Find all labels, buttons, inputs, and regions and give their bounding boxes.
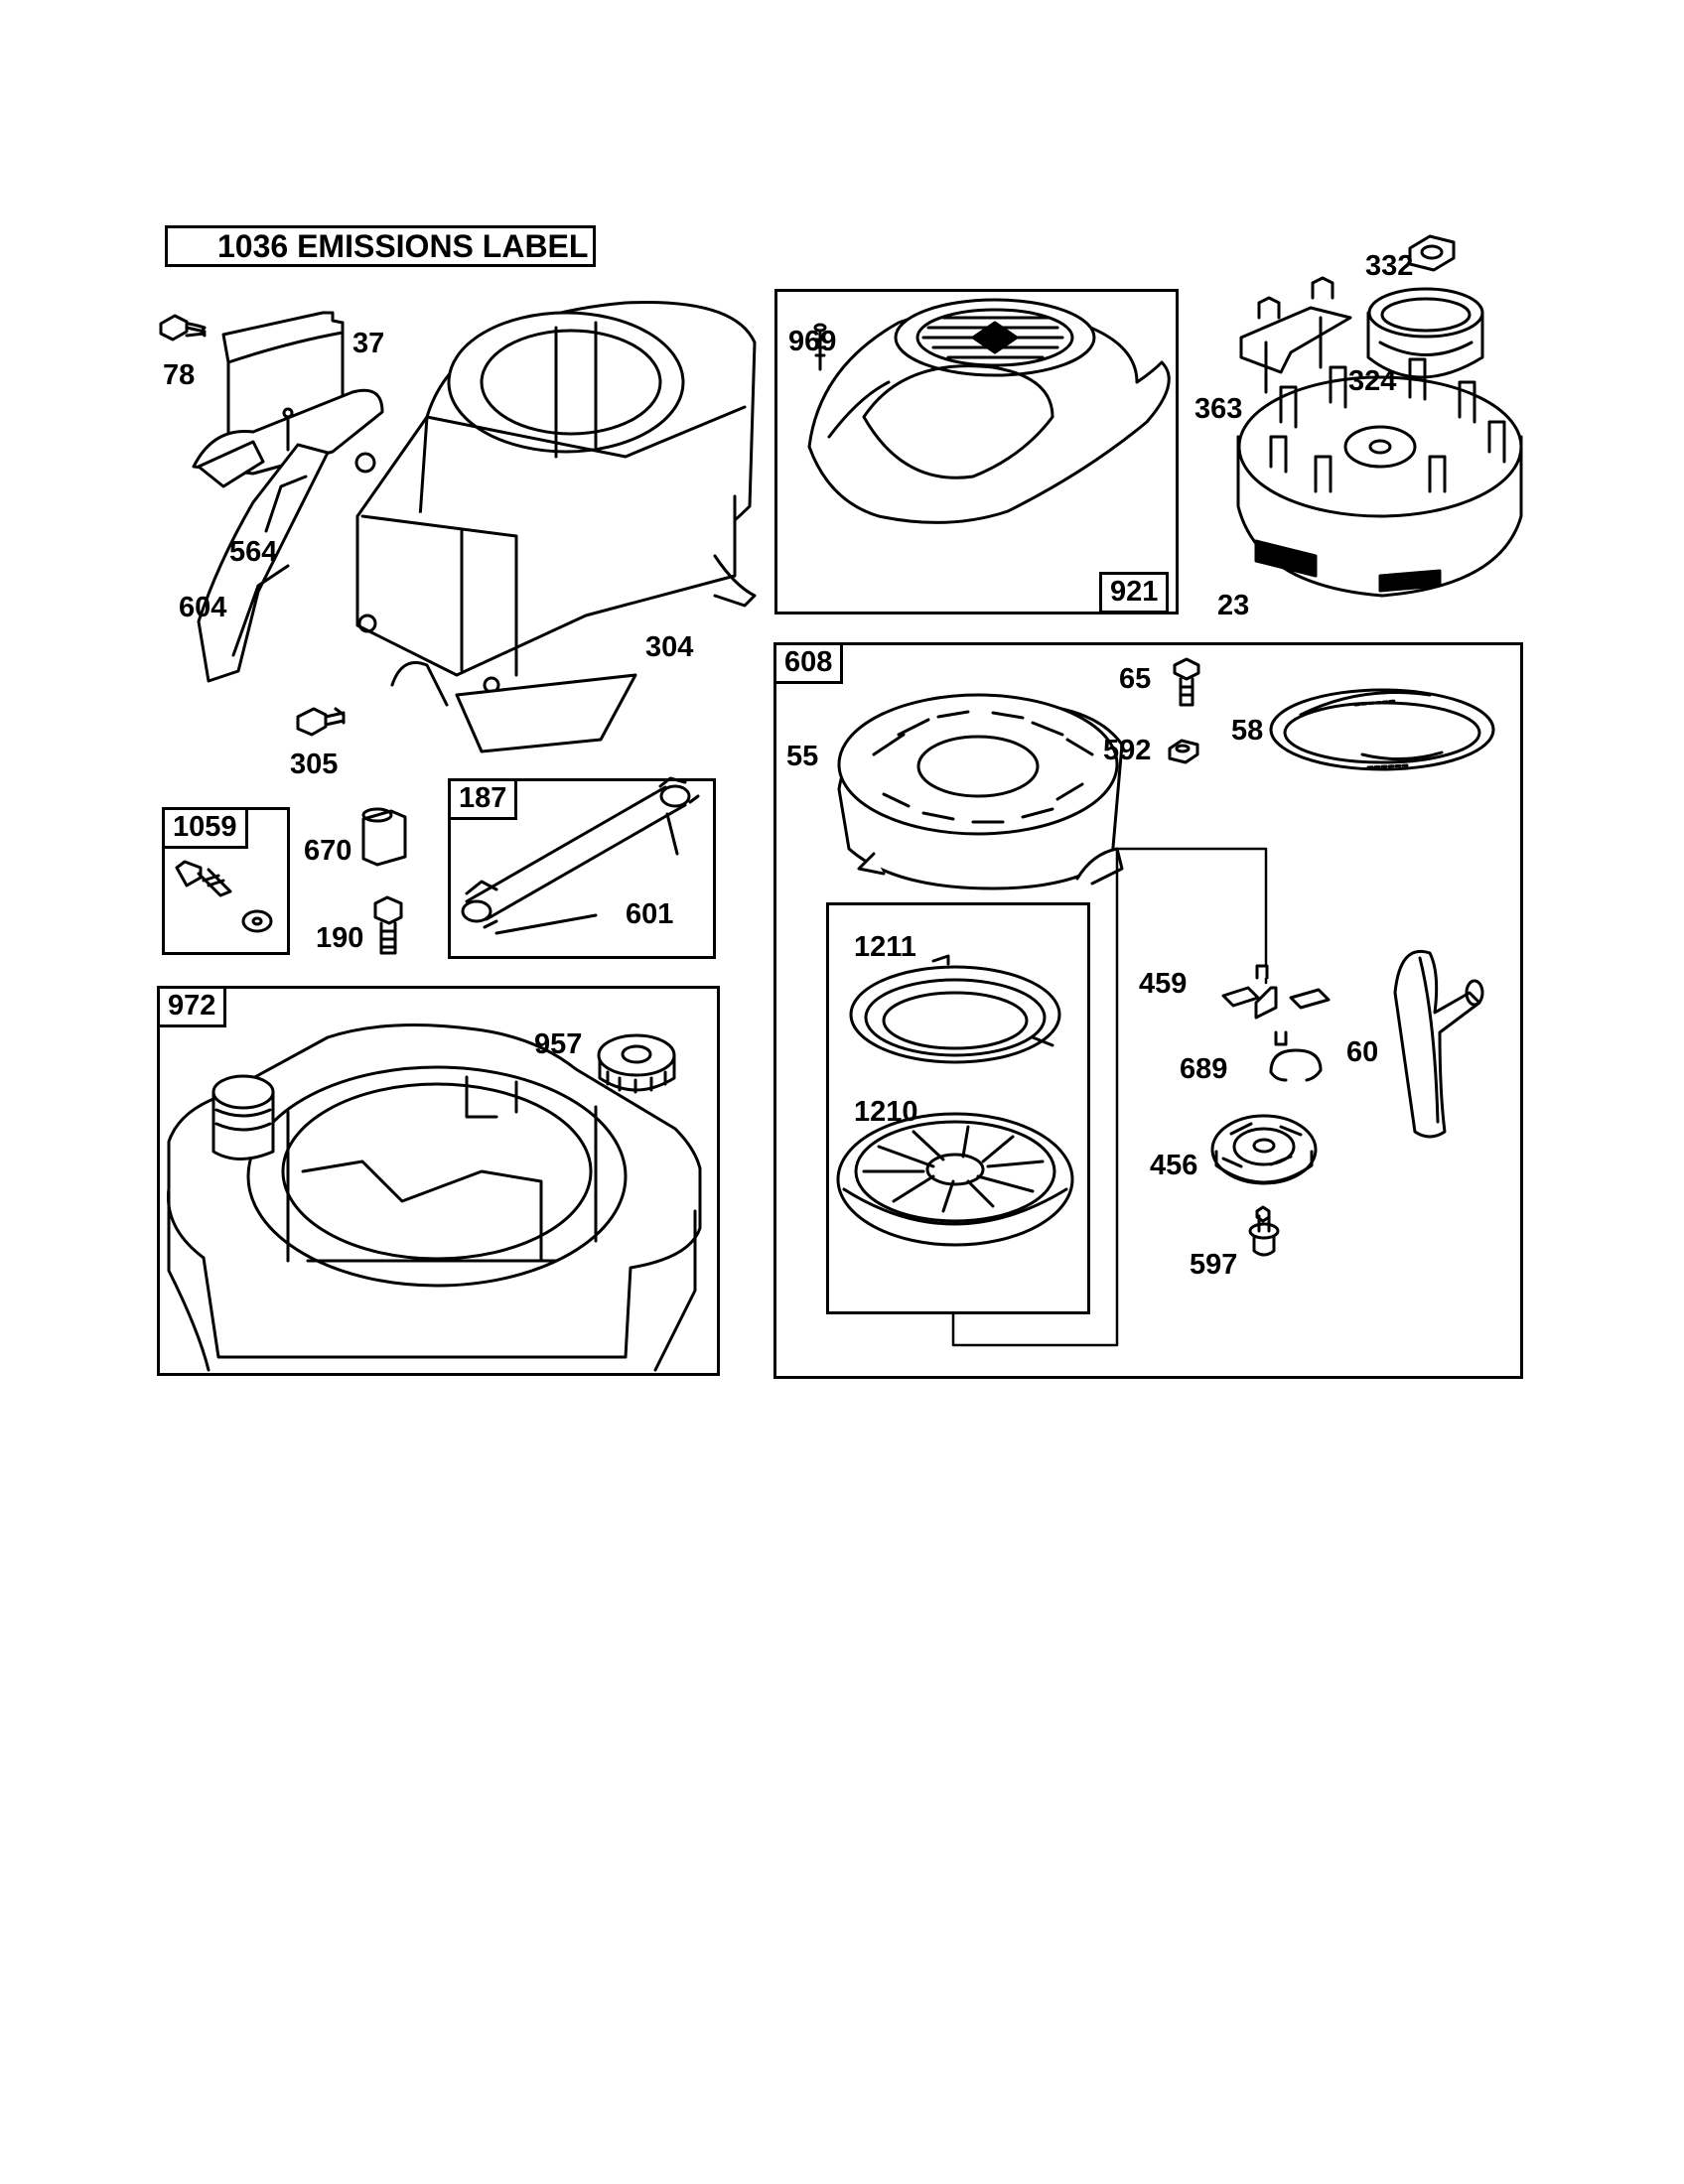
emissions-label-text: 1036 EMISSIONS LABEL — [217, 227, 589, 264]
bolt-78-drawing — [159, 314, 207, 341]
nut-592-drawing — [1168, 739, 1199, 764]
pulley-1210-drawing — [836, 1112, 1074, 1247]
cup-324-drawing — [1366, 287, 1484, 379]
spring-1211-drawing — [849, 954, 1061, 1064]
shroud-tube-187-drawing — [461, 776, 700, 935]
part-label-604: 604 — [179, 592, 227, 623]
part-label-363: 363 — [1194, 393, 1243, 425]
part-label-1211: 1211 — [854, 931, 916, 963]
handle-60-drawing — [1393, 950, 1484, 1139]
part-label-60: 60 — [1346, 1036, 1379, 1068]
part-label-1210: 1210 — [854, 1096, 918, 1128]
fuel-cap-957-drawing — [597, 1033, 676, 1094]
part-label-324: 324 — [1348, 365, 1397, 397]
emissions-label-box: 1036 EMISSIONS LABEL — [165, 225, 596, 267]
part-label-65: 65 — [1119, 663, 1152, 695]
part-label-37: 37 — [352, 328, 385, 359]
blower-housing-304-drawing — [355, 301, 757, 753]
part-label-601: 601 — [626, 898, 674, 930]
group-label-972: 972 — [157, 986, 227, 1027]
part-label-957: 957 — [534, 1028, 583, 1060]
part-label-564: 564 — [229, 536, 278, 568]
fuel-tank-972-drawing — [166, 1024, 702, 1372]
part-label-670: 670 — [304, 835, 352, 867]
group-label-1059: 1059 — [162, 807, 248, 849]
spring-pulley-frame — [826, 902, 1090, 1314]
screw-969-drawing — [813, 323, 827, 371]
part-label-190: 190 — [316, 922, 364, 954]
group-label-608: 608 — [773, 642, 844, 684]
part-label-969: 969 — [788, 326, 837, 357]
part-label-459: 459 — [1139, 968, 1188, 1000]
part-label-689: 689 — [1180, 1053, 1228, 1085]
nut-332-drawing — [1408, 234, 1456, 272]
starter-housing-55-drawing — [837, 693, 1124, 890]
leader-lines-459-drawing — [951, 847, 1268, 1347]
ratchet-456-drawing — [1210, 1114, 1318, 1185]
bracket-kit-1059-drawing — [175, 860, 273, 933]
pawl-459-drawing — [1221, 964, 1331, 1046]
bushing-670-drawing — [361, 807, 407, 867]
bolt-65-drawing — [1173, 657, 1200, 707]
rope-58-drawing — [1269, 688, 1495, 771]
bolt-190-drawing — [373, 895, 403, 955]
screw-305-drawing — [296, 707, 346, 737]
part-label-304: 304 — [645, 631, 694, 663]
part-label-597: 597 — [1190, 1249, 1238, 1281]
blower-housing-921-drawing — [807, 298, 1171, 524]
part-label-78: 78 — [163, 359, 196, 391]
fuel-tank-frame — [157, 986, 720, 1376]
retainer-689-drawing — [1269, 1048, 1323, 1082]
part-label-332: 332 — [1365, 250, 1414, 282]
part-label-305: 305 — [290, 749, 339, 780]
group-label-921: 921 — [1099, 572, 1170, 614]
shroud-kit-frame — [448, 778, 716, 959]
group-label-187: 187 — [448, 778, 518, 820]
part-label-55: 55 — [786, 741, 819, 772]
flywheel-23-drawing — [1236, 357, 1523, 598]
blower-housing-frame — [774, 289, 1179, 614]
pin-564-drawing — [282, 407, 294, 452]
part-label-456: 456 — [1150, 1150, 1198, 1181]
deflector-604-drawing — [197, 443, 330, 683]
part-label-592: 592 — [1103, 735, 1152, 766]
bracket-363-drawing — [1239, 276, 1352, 394]
part-label-58: 58 — [1231, 715, 1264, 747]
part-label-23: 23 — [1217, 590, 1250, 621]
screw-597-drawing — [1248, 1205, 1280, 1257]
rewind-starter-frame — [773, 642, 1523, 1379]
